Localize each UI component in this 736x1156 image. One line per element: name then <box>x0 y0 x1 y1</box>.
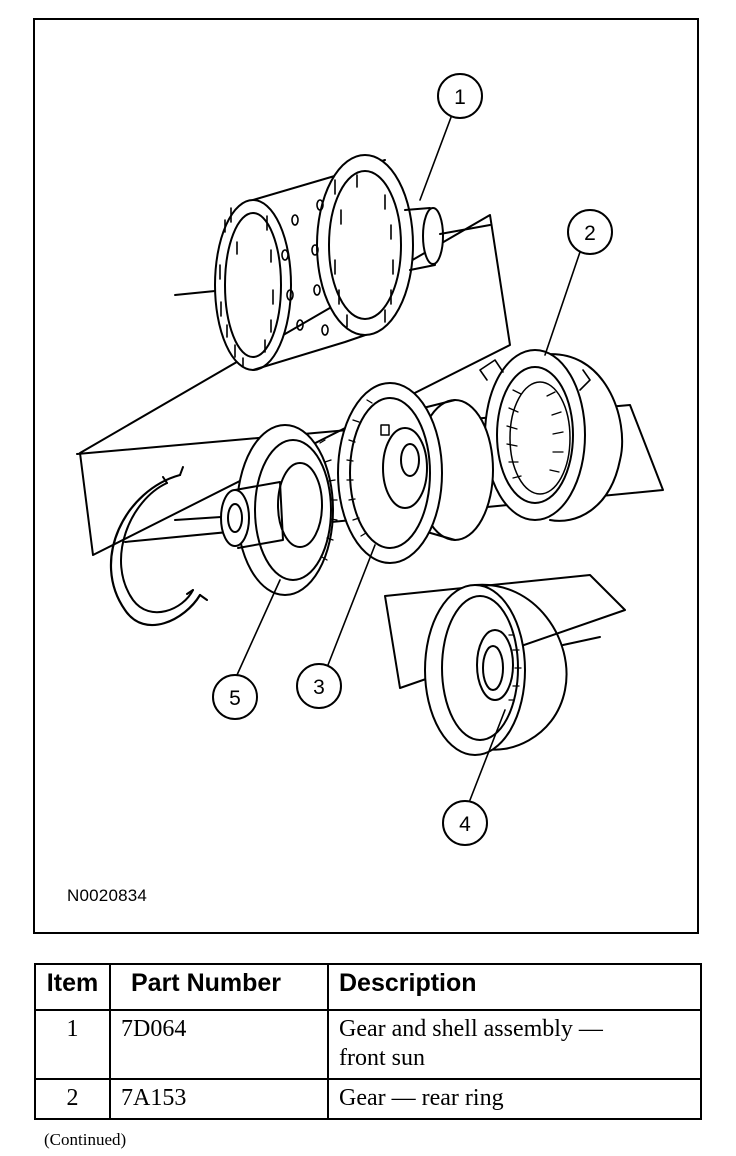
table-header-row: Item Part Number Description <box>34 963 702 1011</box>
callout-3 <box>296 663 342 709</box>
planet-carrier-part <box>337 382 494 564</box>
callout-label-3: 3 <box>313 676 325 699</box>
part-number-cell: 7A153 <box>109 1078 329 1120</box>
description-line: Gear — rear ring <box>339 1085 504 1111</box>
callout-label-5: 5 <box>229 687 241 710</box>
header-description: Description <box>327 963 702 1011</box>
lower-drum-part <box>424 583 601 756</box>
callout-4 <box>442 800 488 846</box>
parts-table: Item Part Number Description 1 7D064 Gea… <box>34 963 702 1120</box>
callout-label-4: 4 <box>459 813 471 836</box>
callout-leaders <box>236 111 581 801</box>
rear-ring-gear-part <box>472 349 624 522</box>
table-row: 1 7D064 Gear and shell assembly — front … <box>34 1009 702 1080</box>
snap-ring-part <box>109 466 208 627</box>
callout-circles <box>212 73 613 846</box>
item-cell: 1 <box>34 1009 111 1080</box>
description-cell: Gear and shell assembly — front sun <box>327 1009 702 1080</box>
front-sun-shell-part <box>174 154 491 371</box>
exploded-view-figure: 1 2 3 4 5 N0020834 <box>33 18 699 934</box>
description-cell: Gear — rear ring <box>327 1078 702 1120</box>
description-line: Gear and shell assembly — <box>339 1016 603 1042</box>
callout-1 <box>437 73 483 119</box>
item-cell: 2 <box>34 1078 111 1120</box>
header-item: Item <box>34 963 111 1011</box>
callout-label-2: 2 <box>584 222 596 245</box>
table-row: 2 7A153 Gear — rear ring <box>34 1078 702 1120</box>
figure-id: N0020834 <box>67 886 148 905</box>
callout-label-1: 1 <box>454 86 466 109</box>
callout-5 <box>212 674 258 720</box>
sun-gear-shaft-part <box>174 424 338 596</box>
callout-2 <box>567 209 613 255</box>
header-part-number: Part Number <box>109 963 329 1011</box>
gear-assembly-illustration: 1 2 3 4 5 <box>76 73 664 846</box>
description-line: front sun <box>339 1045 425 1071</box>
part-number-cell: 7D064 <box>109 1009 329 1080</box>
continued-note: (Continued) <box>44 1130 127 1149</box>
